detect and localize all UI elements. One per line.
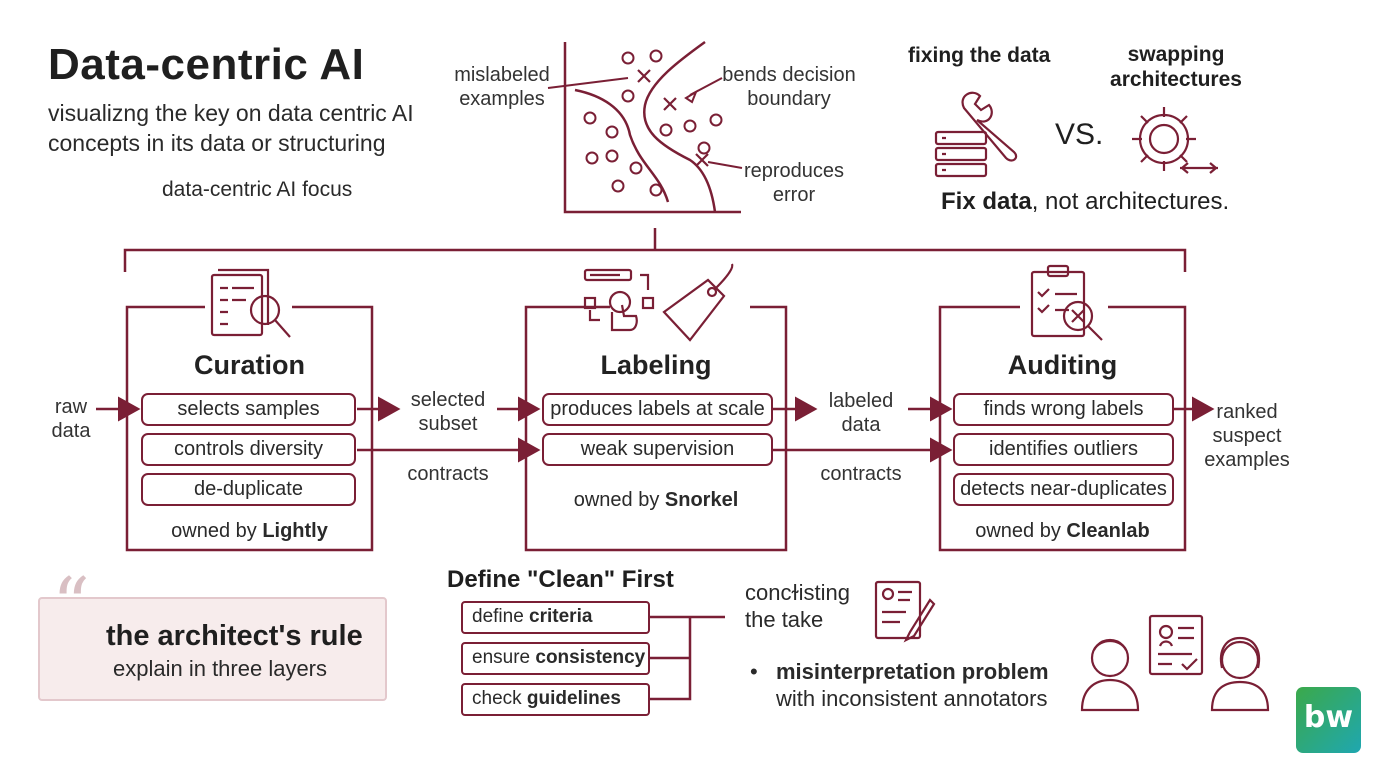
server-icon (934, 130, 988, 178)
label-reproduces-error: reproduces error (743, 160, 845, 206)
boundary-line-1 (574, 88, 670, 203)
pointer-mislabeled (547, 77, 629, 89)
misinterpretation-note: • misinterpretation problem with inconsi… (750, 658, 1049, 711)
fix-data-statement: Fix data, not architectures. (941, 188, 1229, 216)
focus-label: data-centric AI focus (162, 178, 353, 201)
misinterpretation-rest: with inconsistent annotators (776, 686, 1048, 711)
misinterpretation-text: misinterpretation problem with inconsist… (776, 658, 1086, 712)
annotator-left-icon (1080, 638, 1140, 712)
document-search-icon (210, 268, 291, 338)
scatter-axes (563, 42, 741, 214)
label-mislabeled: mislabeled examples (454, 64, 550, 110)
owner-name: Cleanlab (1066, 520, 1150, 542)
quote-icon: “ (52, 562, 90, 648)
owned-prefix: owned by (573, 489, 665, 511)
labeled-data-label: labeled data (828, 390, 894, 436)
consisting-label: concɫisting the take (745, 580, 851, 632)
swap-arrows-icon (1180, 162, 1218, 174)
labeling-title: Labeling (600, 350, 712, 380)
boundary-line-2 (642, 40, 717, 213)
curation-item: selects samples (141, 393, 356, 426)
criteria-prefix: define (472, 606, 530, 627)
bullet: • (750, 659, 758, 684)
criteria-item: define criteria (461, 601, 650, 634)
vs-label: VS. (1055, 118, 1104, 151)
auditing-item: finds wrong labels (953, 393, 1174, 426)
curation-owner: owned by Lightly (127, 520, 372, 543)
labeling-item: weak supervision (542, 433, 773, 466)
define-clean-title: Define "Clean" First (447, 566, 674, 593)
criteria-bold: consistency (535, 647, 646, 668)
scatter-triangle (684, 89, 699, 104)
contracts-label-2: contracts (820, 463, 902, 485)
swapping-architectures-label: swapping architectures (1110, 43, 1242, 91)
clipboard-check-icon (1030, 264, 1103, 341)
page-title: Data-centric AI (48, 40, 365, 89)
bw-logo: bw (1296, 687, 1361, 753)
labeling-owner: owned by Snorkel (526, 489, 786, 512)
misinterpretation-bold: misinterpretation problem (776, 659, 1049, 684)
auditing-frame (938, 305, 1187, 552)
page-subtitle: visualizng the key on data centric AI co… (48, 100, 414, 156)
architect-rule-box (38, 597, 387, 701)
annotator-right-icon (1210, 636, 1270, 712)
tag-icon (662, 263, 734, 342)
document-pen-icon (874, 580, 936, 643)
contracts-label-1: contracts (407, 463, 489, 485)
selected-subset-label: selected subset (410, 389, 486, 435)
label-bends-boundary: bends decision boundary (722, 64, 856, 110)
criteria-prefix: ensure (472, 647, 536, 668)
labeling-frame (524, 305, 788, 552)
criteria-bracket (650, 615, 725, 701)
fix-data-bold: Fix data (941, 188, 1032, 215)
ranked-suspect-label: ranked suspect examples (1204, 401, 1290, 471)
criteria-item: check guidelines (461, 683, 650, 716)
scatter-crosses (637, 69, 709, 167)
criteria-bold: guidelines (526, 688, 621, 709)
owned-prefix: owned by (975, 520, 1067, 542)
top-bracket (123, 248, 1187, 272)
gear-icon (1132, 107, 1196, 171)
owner-name: Lightly (262, 520, 328, 542)
curation-title: Curation (194, 350, 305, 380)
owned-prefix: owned by (171, 520, 263, 542)
curation-item: de-duplicate (141, 473, 356, 506)
auditing-owner: owned by Cleanlab (940, 520, 1185, 543)
scatter-points (583, 49, 723, 197)
raw-data-label: raw data (51, 396, 91, 442)
criteria-bold: criteria (529, 606, 593, 627)
auditing-item: identifies outliers (953, 433, 1174, 466)
rule-title: the architect's rule (106, 620, 363, 652)
pointer-reproduces (707, 161, 743, 169)
fix-data-rest: , not architectures. (1031, 188, 1230, 215)
rule-subtitle: explain in three layers (113, 656, 328, 681)
profile-card-icon (1148, 614, 1204, 676)
owner-name: Snorkel (664, 489, 739, 511)
auditing-item: detects near-duplicates (953, 473, 1174, 506)
curation-item: controls diversity (141, 433, 356, 466)
curation-frame (125, 305, 374, 552)
fixing-data-label: fixing the data (908, 44, 1051, 67)
criteria-prefix: check (472, 688, 527, 709)
wrench-icon (961, 91, 1018, 162)
labeling-item: produces labels at scale (542, 393, 773, 426)
pointer-icon (583, 268, 655, 332)
criteria-item: ensure consistency (461, 642, 650, 675)
auditing-title: Auditing (1007, 350, 1118, 380)
